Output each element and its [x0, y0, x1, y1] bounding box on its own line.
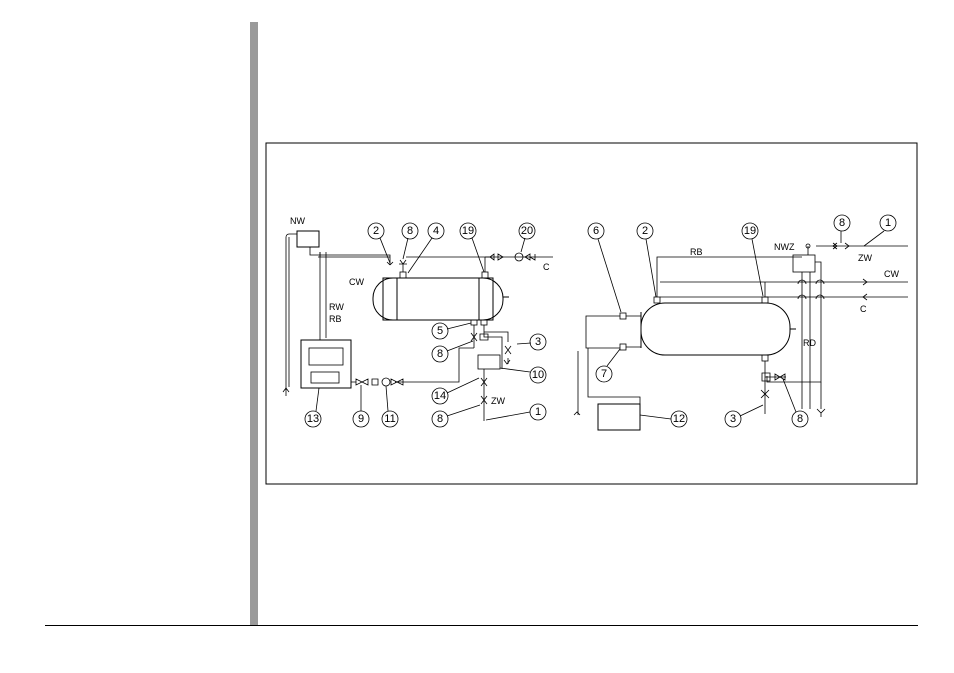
- storage-tank-right: [641, 303, 790, 355]
- callout-19-right: 19: [744, 225, 756, 237]
- callout-7: 7: [601, 368, 607, 380]
- callout-11: 11: [384, 413, 395, 425]
- storage-tank-left: [373, 278, 503, 320]
- c-label-right: C: [860, 304, 867, 314]
- zw-label-left: ZW: [491, 396, 505, 406]
- callout-20: 20: [521, 225, 533, 237]
- callout-1-left: 1: [535, 406, 541, 418]
- callout-8-bottom-left: 8: [437, 413, 443, 425]
- callout-2-left: 2: [373, 225, 379, 237]
- callout-3-right: 3: [730, 413, 736, 425]
- nw-label: NW: [290, 216, 305, 226]
- callout-9: 9: [358, 413, 364, 425]
- callout-8-top-left: 8: [407, 225, 413, 237]
- cw-label-right: CW: [884, 269, 899, 279]
- callout-10: 10: [532, 369, 544, 381]
- cw-label-left: CW: [349, 277, 364, 287]
- figure-frame: [266, 143, 917, 484]
- callout-19-left: 19: [462, 225, 474, 237]
- callout-8-bottom-right: 8: [797, 413, 803, 425]
- callout-13: 13: [307, 413, 319, 425]
- c-label-left: C: [543, 262, 550, 272]
- callout-5: 5: [437, 325, 443, 337]
- rb-label-left: RB: [329, 314, 342, 324]
- callout-14: 14: [434, 390, 446, 402]
- callout-8-top-right: 8: [839, 217, 845, 229]
- rd-label: RD: [803, 338, 816, 348]
- callout-4: 4: [433, 225, 439, 237]
- rb-label-right: RB: [690, 247, 703, 257]
- callout-2-right: 2: [642, 225, 648, 237]
- callout-12: 12: [673, 413, 685, 425]
- rw-label: RW: [329, 302, 344, 312]
- callout-8-mid-left: 8: [437, 348, 443, 360]
- zw-label-right: ZW: [858, 253, 872, 263]
- callout-1-right: 1: [885, 217, 891, 229]
- callout-3-left: 3: [535, 336, 541, 348]
- callout-6: 6: [593, 225, 599, 237]
- nwz-label: NWZ: [774, 242, 795, 252]
